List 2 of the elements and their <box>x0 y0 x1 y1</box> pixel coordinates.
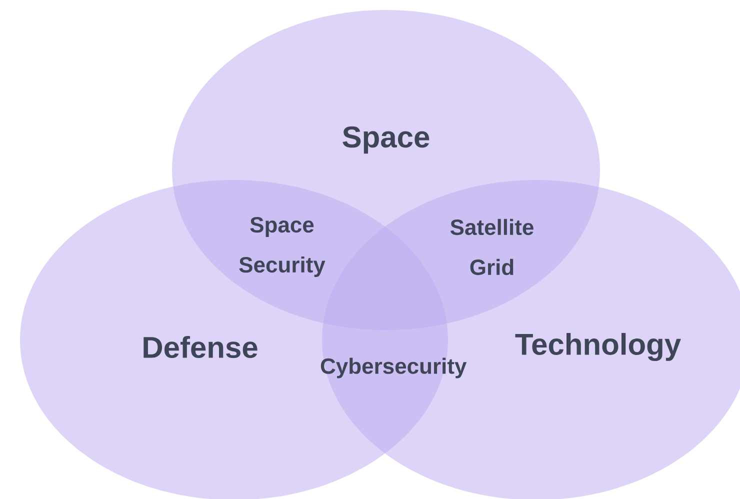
region-label: Cybersecurity <box>320 358 467 378</box>
region-label: Satellite Grid <box>450 218 534 276</box>
